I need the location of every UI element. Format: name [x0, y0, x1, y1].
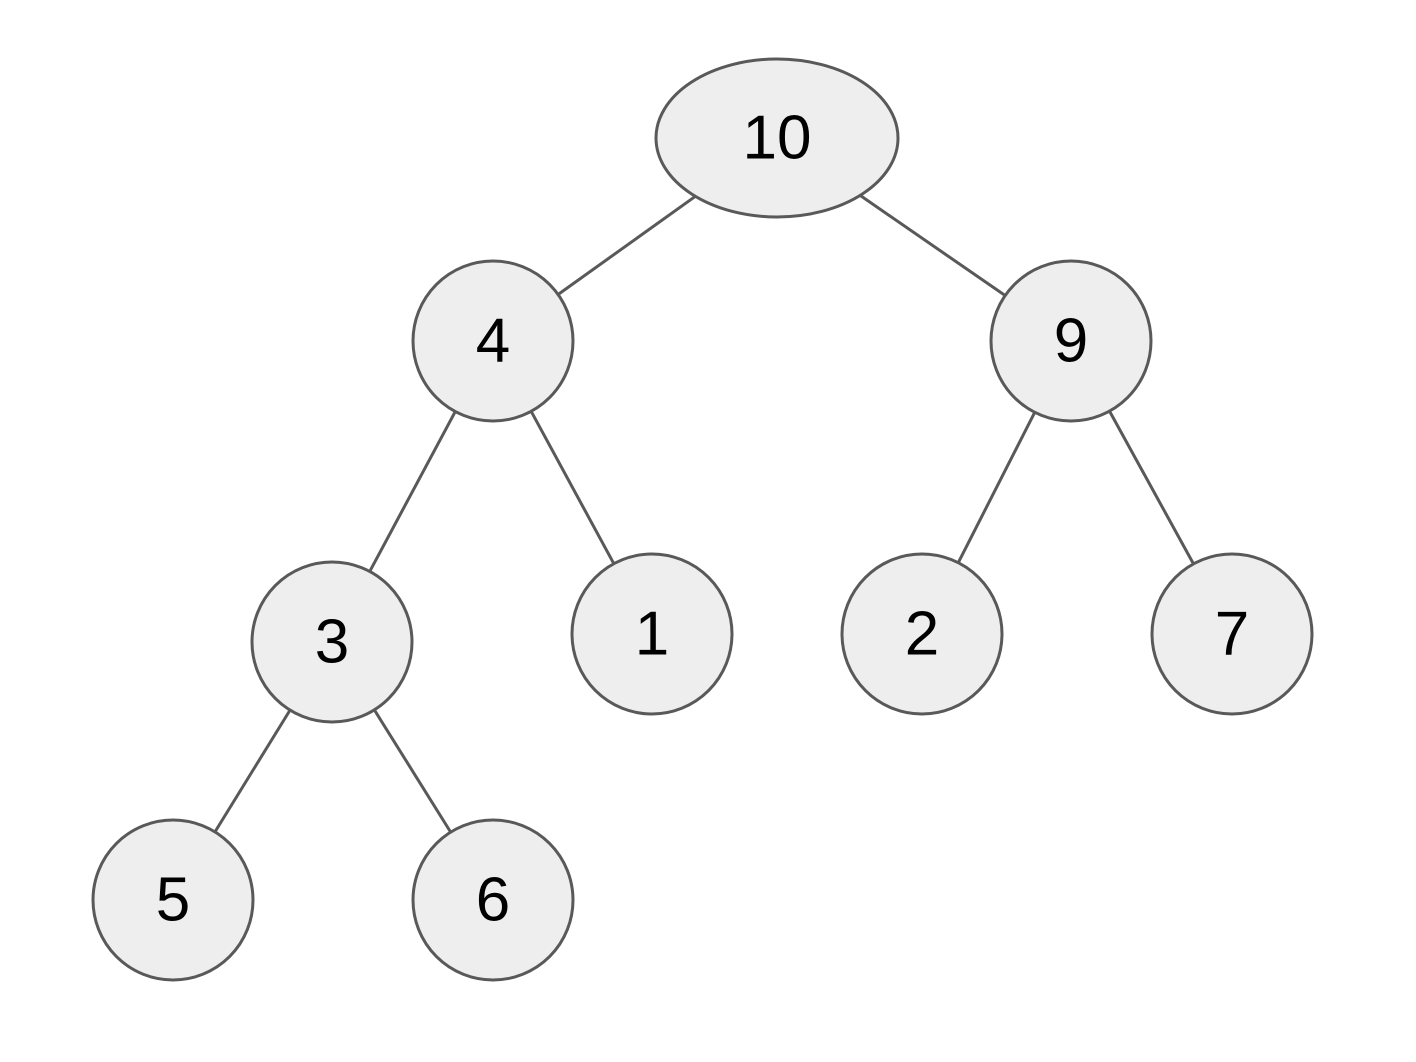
tree-edge — [368, 410, 457, 573]
tree-edge — [557, 195, 697, 296]
node-label: 6 — [476, 866, 510, 935]
node-circle — [411, 259, 575, 423]
node-label: 10 — [743, 104, 812, 173]
node-label: 4 — [476, 307, 510, 376]
tree-edge — [956, 411, 1037, 564]
node-label: 2 — [905, 600, 939, 669]
node-circle — [570, 552, 734, 716]
tree-edge — [859, 194, 1007, 297]
tree-edge — [529, 410, 616, 565]
node-circle — [411, 818, 575, 982]
tree-node-2: 2 — [840, 552, 1004, 716]
node-circle — [250, 560, 414, 724]
node-circle — [91, 818, 255, 982]
tree-node-7: 7 — [1150, 552, 1314, 716]
tree-edge — [1108, 410, 1195, 565]
tree-node-3: 3 — [250, 560, 414, 724]
node-label: 3 — [315, 608, 349, 677]
node-circle — [989, 259, 1153, 423]
node-circle — [1150, 552, 1314, 716]
tree-edge — [373, 709, 452, 833]
tree-nodes: 10 4 9 3 1 2 7 5 6 — [91, 57, 1314, 982]
tree-node-6: 6 — [411, 818, 575, 982]
tree-edge — [213, 709, 292, 833]
node-label: 9 — [1054, 307, 1088, 376]
tree-node-1: 1 — [570, 552, 734, 716]
node-label: 7 — [1215, 600, 1249, 669]
tree-edges — [213, 194, 1195, 833]
node-label: 1 — [635, 600, 669, 669]
tree-node-5: 5 — [91, 818, 255, 982]
node-label: 5 — [156, 866, 190, 935]
node-circle — [654, 57, 900, 219]
tree-node-9: 9 — [989, 259, 1153, 423]
tree-node-10: 10 — [654, 57, 900, 219]
tree-node-4: 4 — [411, 259, 575, 423]
node-circle — [840, 552, 1004, 716]
